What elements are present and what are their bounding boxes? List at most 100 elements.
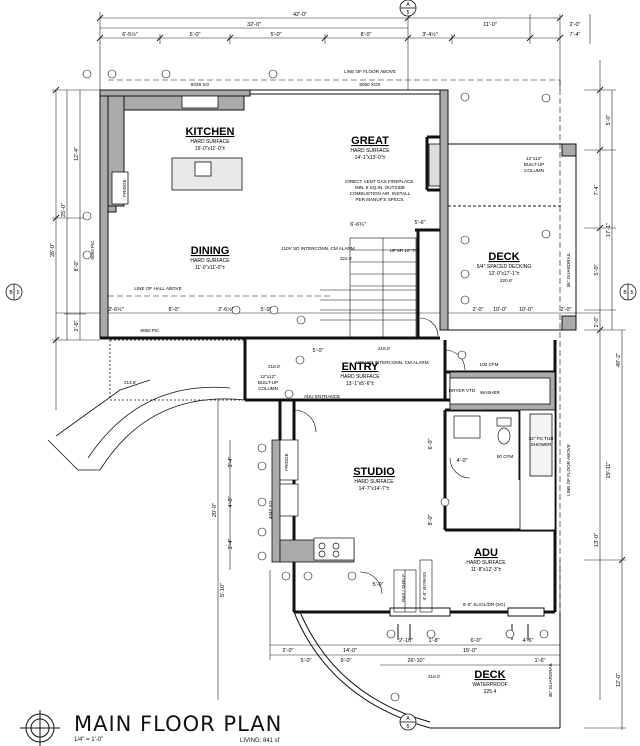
dim-right-h: 29'-11"	[606, 462, 612, 479]
dim-right-c: 17'-1"	[606, 223, 612, 237]
dim-top-right: 11'-0"	[483, 22, 497, 28]
dim-top-f: 2'-0"	[570, 22, 581, 28]
dim-mid-h: 5'-0"	[313, 348, 324, 354]
fireplace	[428, 143, 441, 187]
bypass-label: 4'-0" BYPASS	[422, 572, 427, 600]
dim-top-a: 6'-5½"	[122, 31, 138, 38]
column-a-line-1: 12"x12"	[526, 156, 542, 161]
dim-studio-f: 6'-0"	[428, 438, 434, 449]
title-symbol	[20, 710, 60, 746]
exterior-walls-upper	[99, 89, 449, 339]
section-markers	[5, 0, 637, 731]
dim-top-c: 5'-0"	[271, 32, 282, 38]
dim-bot-h: 26'-10"	[407, 658, 424, 664]
elevation-218b: 218.0'	[378, 346, 390, 351]
dim-bot-d: 4'-6"	[523, 638, 534, 644]
dim-deck-b: 10'-0"	[519, 307, 533, 313]
dim-bot-e: 2'-0"	[283, 648, 294, 654]
window-bottom-pic: 8050 PIC	[140, 328, 160, 333]
column-a-line-2: BUILT-UP	[524, 162, 544, 167]
studio-name: STUDIO	[353, 466, 395, 478]
fireplace-note-2: MIN. 8 SQ.IN. OUTSIDE	[355, 185, 405, 190]
dryer-label: DRYER VTD	[449, 388, 476, 393]
dim-bot-j: 1'-6"	[535, 658, 546, 664]
line-floor-above-vertical: LINE OF FLOOR ABOVE	[566, 444, 571, 496]
plan-title: MAIN FLOOR PLAN	[74, 712, 283, 736]
deck-lower-surface: WATERPROOF	[472, 682, 507, 688]
plan-scale: 1/4" = 1'-0"	[74, 737, 104, 743]
dim-right-i: 12'-0"	[616, 673, 622, 687]
window-top-2: 8050 XOX	[359, 82, 380, 87]
dim-bot-l: 5'-0"	[301, 658, 312, 664]
deck-lower-elevation: 225.4	[484, 689, 497, 695]
dim-bot-k: 9'-0"	[341, 658, 352, 664]
section-right-number: 5	[631, 290, 634, 296]
adu-surface: HARD SURFACE	[466, 560, 506, 566]
studio-size: 14'-7"x14'-7"±	[359, 486, 390, 492]
window-top-1: 8036 XO	[191, 82, 210, 87]
dim-mid-g: 10'-0"	[493, 307, 507, 313]
section-right-letter: B	[623, 290, 627, 296]
section-left-number: 5	[17, 290, 20, 296]
dim-mid-b: 8'-0"	[169, 307, 180, 313]
dim-mid-d: 2'-6½"	[218, 306, 234, 313]
window-studio: 4040 XO	[268, 501, 273, 520]
living-area: LIVING: 841 sf	[240, 738, 280, 744]
dim-right-d: 5'-0"	[594, 264, 600, 275]
dining-surface: HARD SURFACE	[190, 258, 230, 264]
fridge-studio: FRIDGE	[284, 453, 289, 470]
dim-bot-f: 15'-0"	[463, 648, 477, 654]
dim-mid-a: 2'-6½"	[108, 306, 124, 313]
elevation-222: 222.6'	[340, 256, 352, 261]
entry-steps	[47, 339, 246, 471]
floor-above-dashed	[108, 79, 561, 690]
dim-top-b: 5'-0"	[190, 32, 201, 38]
column-markers	[82, 69, 551, 702]
section-top-number: 5	[407, 10, 410, 16]
section-left-letter: B	[9, 290, 13, 296]
dim-top-e: 3'-4½"	[422, 31, 438, 38]
lower-deck-outline	[293, 611, 561, 729]
elevation-218c: 218.0'	[428, 674, 440, 679]
slider-label: 6'-0" SL/GL/DR (SG)	[463, 602, 506, 607]
kitchen-name: KITCHEN	[186, 126, 235, 138]
dim-studio-e: 5'-10"	[220, 583, 226, 597]
line-floor-above-label: LINE OF FLOOR ABOVE	[344, 69, 396, 74]
dim-studio-d: 20'-0"	[212, 503, 218, 517]
kitchen-size: 15'-0"x11'-0"±	[195, 146, 226, 152]
closet-shelves	[393, 559, 433, 613]
dim-right-a: 5'-0"	[606, 114, 612, 125]
elevation-218a: 218.0'	[268, 364, 280, 369]
dim-studio-b: 4'-0"	[228, 496, 234, 507]
dim-bot-a: 2'-10"	[399, 638, 413, 644]
stairs	[320, 237, 417, 339]
shower-label-2: SHOWER	[531, 442, 552, 447]
section-top-letter: A	[406, 2, 410, 8]
studio-kitchenette	[279, 439, 355, 561]
dim-bot-b: 1'-8"	[429, 638, 440, 644]
window-left-pic: 8050 PIC	[90, 240, 95, 260]
upper-deck-outline	[447, 143, 577, 331]
dim-mid-i: 2'-0"	[561, 307, 572, 313]
dining-name: DINING	[191, 245, 230, 257]
dim-left-c: 25'-0"	[61, 203, 67, 217]
fireplace-note-1: DIRECT VENT GAS FIREPLACE.	[345, 179, 415, 184]
dim-left-d: 26'-0"	[50, 243, 56, 257]
dim-top-overall: 32'-0"	[247, 22, 261, 28]
great-name: GREAT	[351, 135, 389, 147]
dim-mid-c: 5'-0"	[261, 307, 272, 313]
shower-label-1: 32" FG TUB	[529, 436, 554, 441]
fireplace-note-3: COMBUSTION AIR. INSTALL	[350, 191, 411, 196]
adu-size: 11'-8"x12'-3"±	[471, 567, 502, 573]
washer-label: WASHER	[480, 390, 501, 395]
dim-right-f: 49'-2"	[616, 353, 622, 367]
adu-entrance-label: ADU ENTRANCE	[304, 394, 340, 399]
guardrail-upper: 36" GUARDRAIL	[566, 252, 571, 287]
dim-right-g: 13'-0"	[594, 533, 600, 547]
dim-bot-i: 5'-0"	[373, 582, 384, 588]
dim-right-e: 2'-0"	[594, 316, 600, 327]
smoke-alarm-upper: 110V SD INTERCONN. CM ALARM	[281, 246, 354, 251]
dim-top-d: 8'-0"	[361, 32, 372, 38]
deck-upper-size: 12'-0"x17'-1"±	[489, 271, 520, 277]
